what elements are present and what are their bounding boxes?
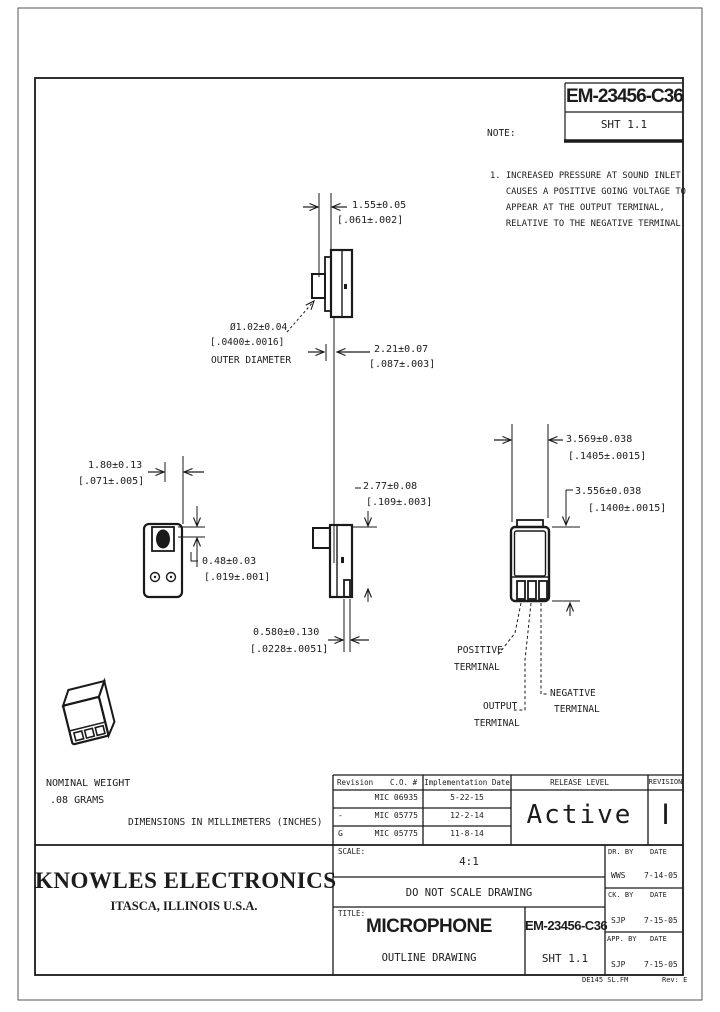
release-level-value: Active (526, 800, 633, 830)
rev-row-date: 5-22-15 (450, 793, 484, 802)
footer-filename: DE145 SL.FM (582, 976, 629, 984)
dim-terminal-width-mm: 0.580±0.130 (253, 627, 320, 638)
footer-revision: Rev: E (662, 976, 688, 984)
back-view (494, 424, 580, 711)
date-label: DATE (650, 848, 667, 856)
sheet-number: SHT 1.1 (600, 118, 648, 131)
drawing-number-box (564, 82, 683, 143)
dim-inlet-offset-mm: 1.80±0.13 (88, 460, 143, 471)
dim-port-length-in: [.061±.002] (337, 215, 404, 226)
dim-side-depth-mm: 2.77±0.08 (363, 481, 418, 492)
dim-body-height-mm: 3.556±0.038 (575, 486, 642, 497)
nominal-weight-label: NOMINAL WEIGHT (46, 778, 131, 789)
rev-row-letter: G (338, 829, 343, 838)
date-label: DATE (650, 891, 667, 899)
ckby-name: SJP (611, 916, 626, 925)
dim-body-width-mm: 3.569±0.038 (566, 434, 633, 445)
impl-date-header: Implementation Date (424, 778, 510, 787)
release-level-header: RELEASE LEVEL (550, 778, 609, 787)
sheet-borders (17, 7, 703, 1001)
dim-body-height-in: [.1400±.0015] (588, 503, 667, 514)
title-block-sheet: SHT 1.1 (541, 952, 589, 965)
scale-value: 4:1 (459, 855, 479, 868)
front-view (142, 456, 205, 599)
rev-row-co: MIC 06935 (374, 793, 418, 802)
appby-name: SJP (611, 960, 626, 969)
drby-date: 7-14-05 (644, 871, 678, 880)
rev-row-letter: - (338, 811, 343, 820)
positive-terminal-label: POSITIVE (457, 645, 503, 656)
top-view (286, 193, 370, 563)
dim-port-length-mm: 1.55±0.05 (352, 200, 407, 211)
ckby-date: 7-15-05 (644, 916, 678, 925)
negative-terminal-label: NEGATIVE (550, 688, 596, 699)
dim-port-offset-in: [.087±.003] (369, 359, 436, 370)
ckby-label: CK. BY (608, 891, 634, 899)
dim-inlet-step-in: [.019±.001] (204, 572, 271, 583)
rev-row-co: MIC 05775 (374, 811, 418, 820)
company-location: ITASCA, ILLINOIS U.S.A. (110, 899, 258, 913)
dim-body-width-in: [.1405±.0015] (568, 451, 647, 462)
drawing-number: EM-23456-C36 (566, 86, 684, 107)
date-label: DATE (650, 935, 667, 943)
output-terminal-label: TERMINAL (474, 718, 520, 729)
side-view (312, 487, 377, 652)
dim-port-offset-mm: 2.21±0.07 (374, 344, 429, 355)
rev-row-date: 11-8-14 (450, 829, 484, 838)
note-heading: NOTE: (487, 128, 516, 139)
positive-terminal-label: TERMINAL (454, 662, 500, 673)
dim-terminal-width-in: [.0228±.0051] (250, 644, 329, 655)
company-name: KNOWLES ELECTRONICS (35, 868, 337, 893)
units-note: DIMENSIONS IN MILLIMETERS (INCHES) (128, 817, 323, 828)
appby-date: 7-15-05 (644, 960, 678, 969)
dim-inlet-offset-in: [.071±.005] (78, 476, 145, 487)
drby-label: DR. BY (608, 848, 634, 856)
negative-terminal-label: TERMINAL (554, 704, 600, 715)
table-rules (35, 774, 683, 975)
dim-inlet-step-mm: 0.48±0.03 (202, 556, 257, 567)
title-block-number: EM-23456-C36 (525, 918, 608, 933)
note-line: 1. INCREASED PRESSURE AT SOUND INLET (490, 171, 681, 181)
title-label: TITLE: (338, 909, 366, 918)
nominal-weight-value: .08 GRAMS (50, 795, 105, 806)
output-terminal-label: OUTPUT (483, 701, 518, 712)
revision-header: Revision (337, 778, 374, 787)
isometric-view (61, 677, 116, 746)
note-line: APPEAR AT THE OUTPUT TERMINAL, (490, 203, 665, 213)
note-line: CAUSES A POSITIVE GOING VOLTAGE TO (490, 187, 686, 197)
note-line: RELATIVE TO THE NEGATIVE TERMINAL. (490, 219, 686, 229)
appby-label: APP. BY (607, 935, 637, 943)
dim-port-od-label: OUTER DIAMETER (211, 355, 292, 366)
drawing-title: MICROPHONE (366, 916, 492, 937)
dim-port-od-in: [.0400±.0016] (210, 337, 285, 348)
no-scale-note: DO NOT SCALE DRAWING (405, 887, 533, 899)
rev-row-co: MIC 05775 (374, 829, 418, 838)
revision-value: I (661, 798, 670, 831)
drawing-subtitle: OUTLINE DRAWING (381, 952, 477, 964)
drby-name: WWS (611, 871, 626, 880)
co-header: C.O. # (390, 778, 418, 787)
revision-col-header: REVISION (648, 778, 683, 786)
rev-row-date: 12-2-14 (450, 811, 484, 820)
dim-port-od-value: Ø1.02±0.04 (230, 322, 288, 333)
dim-side-depth-in: [.109±.003] (366, 497, 433, 508)
scale-label: SCALE: (338, 847, 366, 856)
